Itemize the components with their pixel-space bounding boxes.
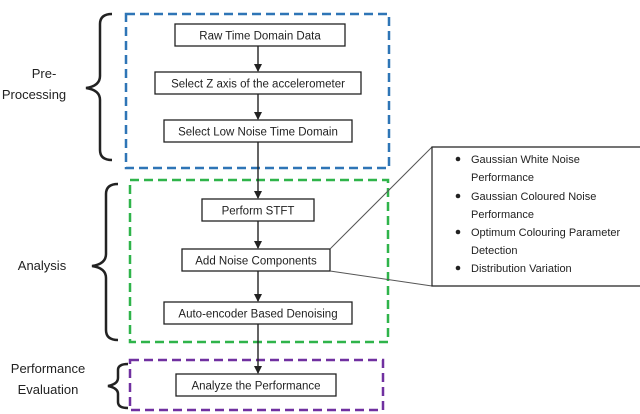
select-axis-text: Select Z axis of the accelerometer (171, 79, 345, 91)
noise-item-3-line1: Optimum Colouring Parameter (471, 227, 621, 239)
performance-brace (107, 362, 129, 410)
preprocessing-label-line2: Processing (2, 87, 66, 102)
bullet-dot (455, 156, 461, 162)
noise-item-2-line2: Performance (471, 209, 534, 221)
bullet-dot (455, 265, 461, 271)
bullet-dot (455, 193, 461, 199)
add-noise-text: Add Noise Components (195, 256, 317, 268)
autoencoder-text: Auto-encoder Based Denoising (178, 309, 337, 321)
analysis-brace (91, 182, 119, 342)
preprocessing-label-line1: Pre- (32, 66, 57, 81)
noise-details-box (431, 146, 640, 287)
callout-line-top (329, 146, 433, 250)
noise-item-1-line1: Gaussian White Noise (471, 154, 580, 166)
analyze-text: Analyze the Performance (191, 381, 320, 393)
noise-item-3-line2: Detection (471, 245, 517, 257)
analyze-box (175, 373, 337, 397)
performance-label-line2: Evaluation (18, 382, 79, 397)
add-noise-box (181, 248, 331, 272)
bullet-dot (455, 229, 461, 235)
callout-line-bottom (329, 270, 433, 287)
preprocessing-brace (85, 12, 113, 162)
noise-item-1-line2: Performance (471, 172, 534, 184)
raw-data-text: Raw Time Domain Data (199, 31, 321, 43)
stft-text: Perform STFT (222, 206, 295, 218)
noise-item-4-line1: Distribution Variation (471, 263, 572, 275)
noise-item-2-line1: Gaussian Coloured Noise (471, 191, 596, 203)
analysis-label: Analysis (18, 258, 67, 273)
performance-group (128, 358, 385, 412)
select-low-noise-text: Select Low Noise Time Domain (178, 127, 338, 139)
raw-data-box (174, 23, 346, 47)
performance-label-line1: Performance (11, 361, 85, 376)
analysis-group (128, 178, 390, 344)
